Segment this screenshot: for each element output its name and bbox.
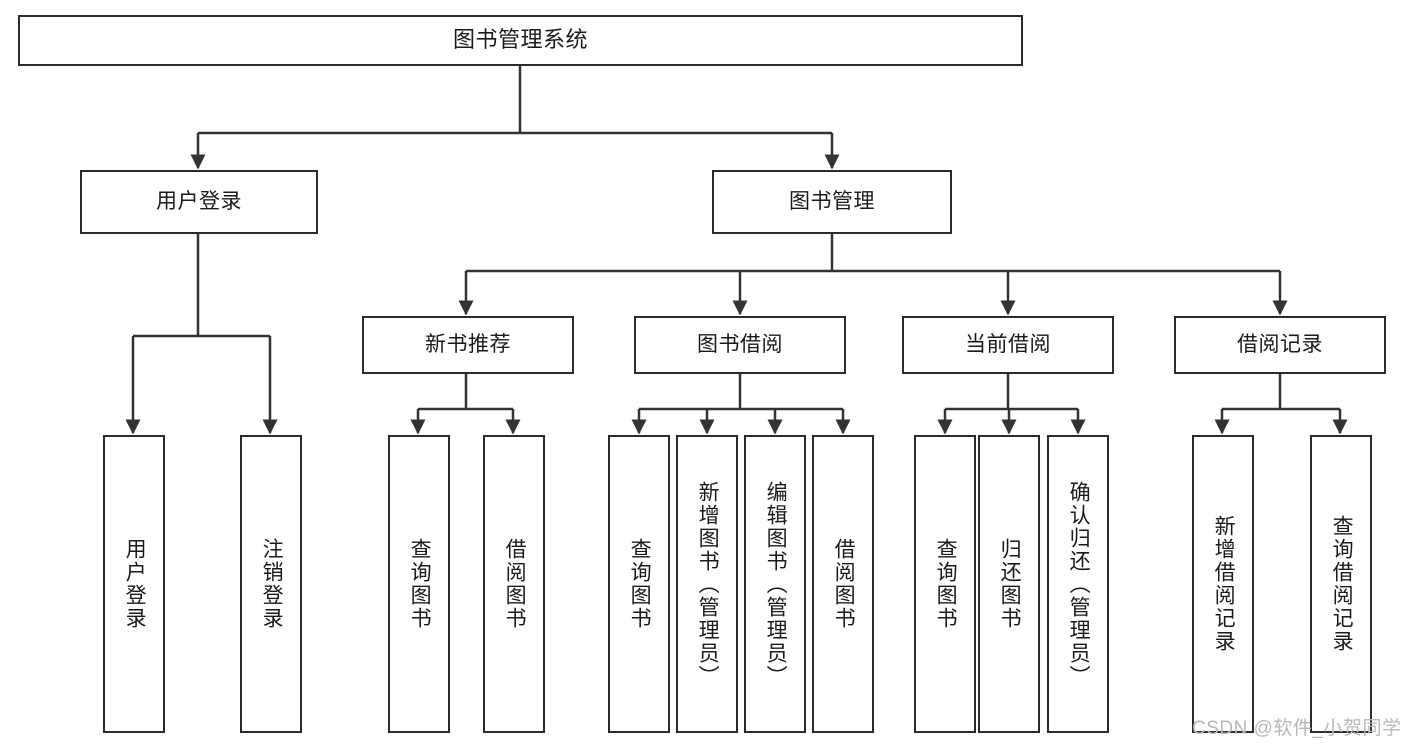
leaf-label: 借阅图书: [832, 538, 856, 630]
leaf-label: 注销登录: [260, 538, 284, 630]
node-new-book-recommend[interactable]: 新书推荐: [362, 316, 574, 374]
node-current-borrow[interactable]: 当前借阅: [902, 316, 1114, 374]
leaf-borrow-record-2[interactable]: 查询借阅记录: [1310, 435, 1372, 733]
leaf-label: 查询图书: [628, 538, 652, 630]
leaf-user-login-1[interactable]: 用户登录: [103, 435, 165, 733]
node-current-borrow-label: 当前借阅: [965, 333, 1051, 357]
leaf-book-borrow-4[interactable]: 借阅图书: [812, 435, 874, 733]
leaf-book-borrow-2[interactable]: 新增图书（管理员）: [676, 435, 738, 733]
node-book-manage-label: 图书管理: [789, 190, 875, 214]
leaf-label: 用户登录: [123, 538, 147, 630]
leaf-label: 借阅图书: [503, 538, 527, 630]
leaf-book-borrow-3[interactable]: 编辑图书（管理员）: [744, 435, 806, 733]
leaf-label: 查询图书: [934, 538, 958, 630]
node-borrow-record-label: 借阅记录: [1237, 333, 1323, 357]
leaf-current-borrow-2[interactable]: 归还图书: [978, 435, 1040, 733]
node-book-borrow[interactable]: 图书借阅: [634, 316, 846, 374]
leaf-label: 确认归还（管理员）: [1067, 480, 1091, 688]
node-user-login-label: 用户登录: [156, 190, 242, 214]
node-new-book-recommend-label: 新书推荐: [425, 333, 511, 357]
leaf-label: 归还图书: [998, 538, 1022, 630]
leaf-label: 新增借阅记录: [1212, 515, 1236, 653]
leaf-label: 查询图书: [408, 538, 432, 630]
node-borrow-record[interactable]: 借阅记录: [1174, 316, 1386, 374]
leaf-new-book-2[interactable]: 借阅图书: [483, 435, 545, 733]
leaf-label: 编辑图书（管理员）: [764, 480, 788, 688]
leaf-label: 查询借阅记录: [1330, 515, 1354, 653]
node-book-manage[interactable]: 图书管理: [712, 170, 952, 234]
leaf-current-borrow-3[interactable]: 确认归还（管理员）: [1047, 435, 1109, 733]
node-root-system[interactable]: 图书管理系统: [18, 15, 1023, 66]
node-root-label: 图书管理系统: [452, 27, 588, 53]
leaf-user-login-2[interactable]: 注销登录: [240, 435, 302, 733]
leaf-label: 新增图书（管理员）: [696, 480, 720, 688]
leaf-current-borrow-1[interactable]: 查询图书: [914, 435, 976, 733]
leaf-book-borrow-1[interactable]: 查询图书: [608, 435, 670, 733]
node-user-login[interactable]: 用户登录: [80, 170, 318, 234]
node-book-borrow-label: 图书借阅: [697, 333, 783, 357]
leaf-borrow-record-1[interactable]: 新增借阅记录: [1192, 435, 1254, 733]
leaf-new-book-1[interactable]: 查询图书: [388, 435, 450, 733]
